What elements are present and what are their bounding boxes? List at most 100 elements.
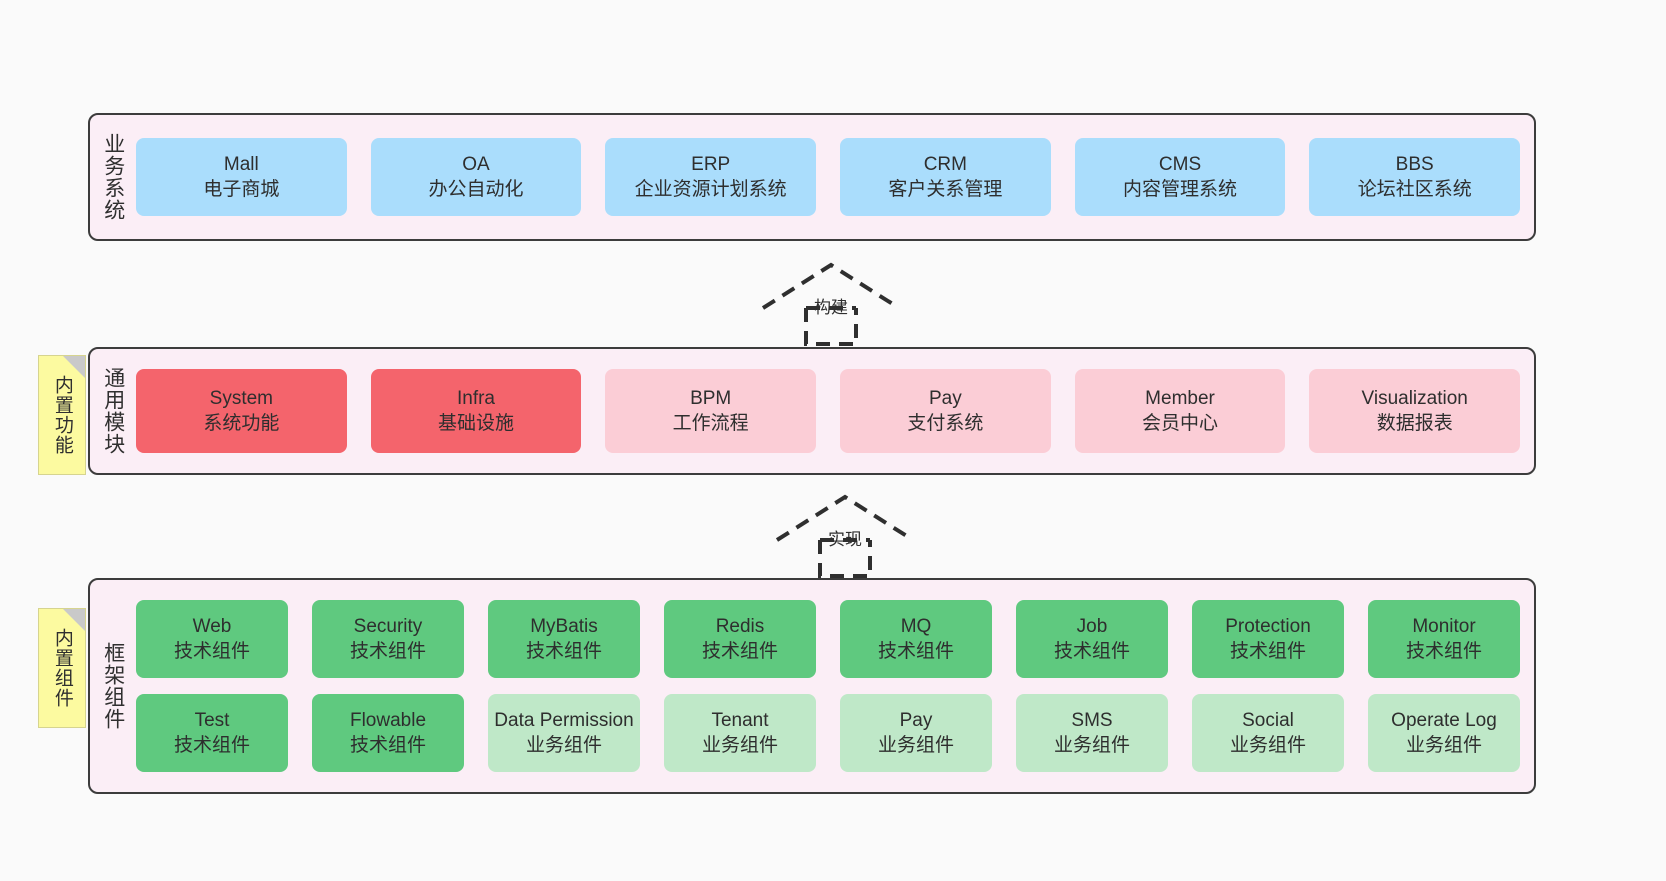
node-title: CMS <box>1158 153 1202 175</box>
node-subtitle: 技术组件 <box>525 641 602 662</box>
node-system[interactable]: System 系统功能 <box>136 369 347 453</box>
node-subtitle: 客户关系管理 <box>888 179 1003 200</box>
node-subtitle: 系统功能 <box>203 413 280 434</box>
node-subtitle: 技术组件 <box>173 735 250 756</box>
layer-common-module: 通用模块 System 系统功能 Infra 基础设施 BPM 工作流程 Pay… <box>88 347 1536 475</box>
node-web[interactable]: Web 技术组件 <box>136 600 288 678</box>
node-subtitle: 业务组件 <box>1229 735 1306 756</box>
layer-body-business-system: Mall 电子商城 OA 办公自动化 ERP 企业资源计划系统 CRM 客户关系… <box>136 115 1534 239</box>
layer-framework-component: 框架组件 Web 技术组件 Security 技术组件 MyBatis 技术组件… <box>88 578 1536 794</box>
node-subtitle: 技术组件 <box>173 641 250 662</box>
node-title: Pay <box>928 387 962 409</box>
node-title: OA <box>462 153 490 175</box>
node-subtitle: 技术组件 <box>349 735 426 756</box>
node-subtitle: 企业资源计划系统 <box>634 179 787 200</box>
node-title: Operate Log <box>1391 709 1497 731</box>
node-bpm[interactable]: BPM 工作流程 <box>605 369 817 453</box>
node-bbs[interactable]: BBS 论坛社区系统 <box>1309 138 1521 216</box>
node-title: Monitor <box>1412 615 1476 637</box>
connector-implement-label: 实现 <box>828 530 862 549</box>
node-title: Social <box>1242 709 1294 731</box>
node-title: SMS <box>1071 709 1113 731</box>
node-title: Visualization <box>1361 387 1468 409</box>
node-title: Tenant <box>711 709 769 731</box>
node-title: Redis <box>715 615 765 637</box>
node-title: System <box>209 387 274 409</box>
node-title: Test <box>194 709 230 731</box>
node-row: Mall 电子商城 OA 办公自动化 ERP 企业资源计划系统 CRM 客户关系… <box>136 138 1521 216</box>
node-member[interactable]: Member 会员中心 <box>1074 369 1286 453</box>
node-social[interactable]: Social 业务组件 <box>1192 694 1344 772</box>
node-subtitle: 业务组件 <box>525 735 602 756</box>
node-title: Job <box>1076 615 1108 637</box>
layer-business-system: 业务系统 Mall 电子商城 OA 办公自动化 ERP 企业资源计划系统 CRM… <box>88 113 1536 241</box>
layer-title-common-module: 通用模块 <box>101 367 125 455</box>
node-title: Member <box>1145 387 1215 409</box>
node-subtitle: 基础设施 <box>438 413 515 434</box>
node-subtitle: 技术组件 <box>877 641 954 662</box>
layer-title-business-system: 业务系统 <box>101 133 125 221</box>
node-pay-component[interactable]: Pay 业务组件 <box>840 694 992 772</box>
node-title: Mall <box>223 153 259 175</box>
node-security[interactable]: Security 技术组件 <box>312 600 464 678</box>
layer-body-common-module: System 系统功能 Infra 基础设施 BPM 工作流程 Pay 支付系统… <box>136 349 1534 473</box>
node-redis[interactable]: Redis 技术组件 <box>664 600 816 678</box>
node-visualization[interactable]: Visualization 数据报表 <box>1309 369 1521 453</box>
connector-build-label: 构建 <box>814 298 848 317</box>
node-subtitle: 业务组件 <box>877 735 954 756</box>
node-mybatis[interactable]: MyBatis 技术组件 <box>488 600 640 678</box>
node-sms[interactable]: SMS 业务组件 <box>1016 694 1168 772</box>
node-title: BBS <box>1395 153 1434 175</box>
node-title: Pay <box>899 709 933 731</box>
node-test[interactable]: Test 技术组件 <box>136 694 288 772</box>
node-cms[interactable]: CMS 内容管理系统 <box>1074 138 1286 216</box>
note-label: 内置组件 <box>51 628 73 708</box>
node-mall[interactable]: Mall 电子商城 <box>136 138 347 216</box>
node-operate-log[interactable]: Operate Log 业务组件 <box>1368 694 1520 772</box>
node-erp[interactable]: ERP 企业资源计划系统 <box>605 138 817 216</box>
node-subtitle: 工作流程 <box>672 413 749 434</box>
node-subtitle: 办公自动化 <box>428 179 524 200</box>
node-title: BPM <box>690 387 732 409</box>
node-subtitle: 电子商城 <box>203 179 280 200</box>
connector-implement-arrow <box>775 494 915 578</box>
node-subtitle: 业务组件 <box>1405 735 1482 756</box>
note-fold-icon <box>63 356 85 378</box>
node-mq[interactable]: MQ 技术组件 <box>840 600 992 678</box>
node-subtitle: 技术组件 <box>1405 641 1482 662</box>
node-monitor[interactable]: Monitor 技术组件 <box>1368 600 1520 678</box>
node-title: Data Permission <box>494 709 634 731</box>
node-flowable[interactable]: Flowable 技术组件 <box>312 694 464 772</box>
node-title: Flowable <box>349 709 427 731</box>
node-title: Web <box>192 615 232 637</box>
note-builtin-component: 内置组件 <box>38 608 86 728</box>
node-tenant[interactable]: Tenant 业务组件 <box>664 694 816 772</box>
layer-title-framework-component: 框架组件 <box>101 642 125 730</box>
node-row: Test 技术组件 Flowable 技术组件 Data Permission … <box>136 694 1520 772</box>
node-infra[interactable]: Infra 基础设施 <box>370 369 582 453</box>
note-builtin-function: 内置功能 <box>38 355 86 475</box>
node-subtitle: 技术组件 <box>701 641 778 662</box>
node-row: Web 技术组件 Security 技术组件 MyBatis 技术组件 Redi… <box>136 600 1520 678</box>
node-pay[interactable]: Pay 支付系统 <box>840 369 1051 453</box>
node-row: System 系统功能 Infra 基础设施 BPM 工作流程 Pay 支付系统… <box>136 369 1521 453</box>
node-subtitle: 技术组件 <box>1053 641 1130 662</box>
node-title: Infra <box>456 387 496 409</box>
node-subtitle: 论坛社区系统 <box>1357 179 1472 200</box>
node-protection[interactable]: Protection 技术组件 <box>1192 600 1344 678</box>
node-subtitle: 技术组件 <box>349 641 426 662</box>
node-title: MyBatis <box>530 615 598 637</box>
node-subtitle: 内容管理系统 <box>1123 179 1238 200</box>
node-oa[interactable]: OA 办公自动化 <box>370 138 582 216</box>
node-job[interactable]: Job 技术组件 <box>1016 600 1168 678</box>
node-data-permission[interactable]: Data Permission 业务组件 <box>488 694 640 772</box>
node-title: Protection <box>1225 615 1311 637</box>
node-title: Security <box>353 615 423 637</box>
note-fold-icon <box>63 609 85 631</box>
node-subtitle: 业务组件 <box>701 735 778 756</box>
node-crm[interactable]: CRM 客户关系管理 <box>840 138 1051 216</box>
node-subtitle: 支付系统 <box>907 413 984 434</box>
node-title: MQ <box>900 615 932 637</box>
node-title: ERP <box>691 153 731 175</box>
